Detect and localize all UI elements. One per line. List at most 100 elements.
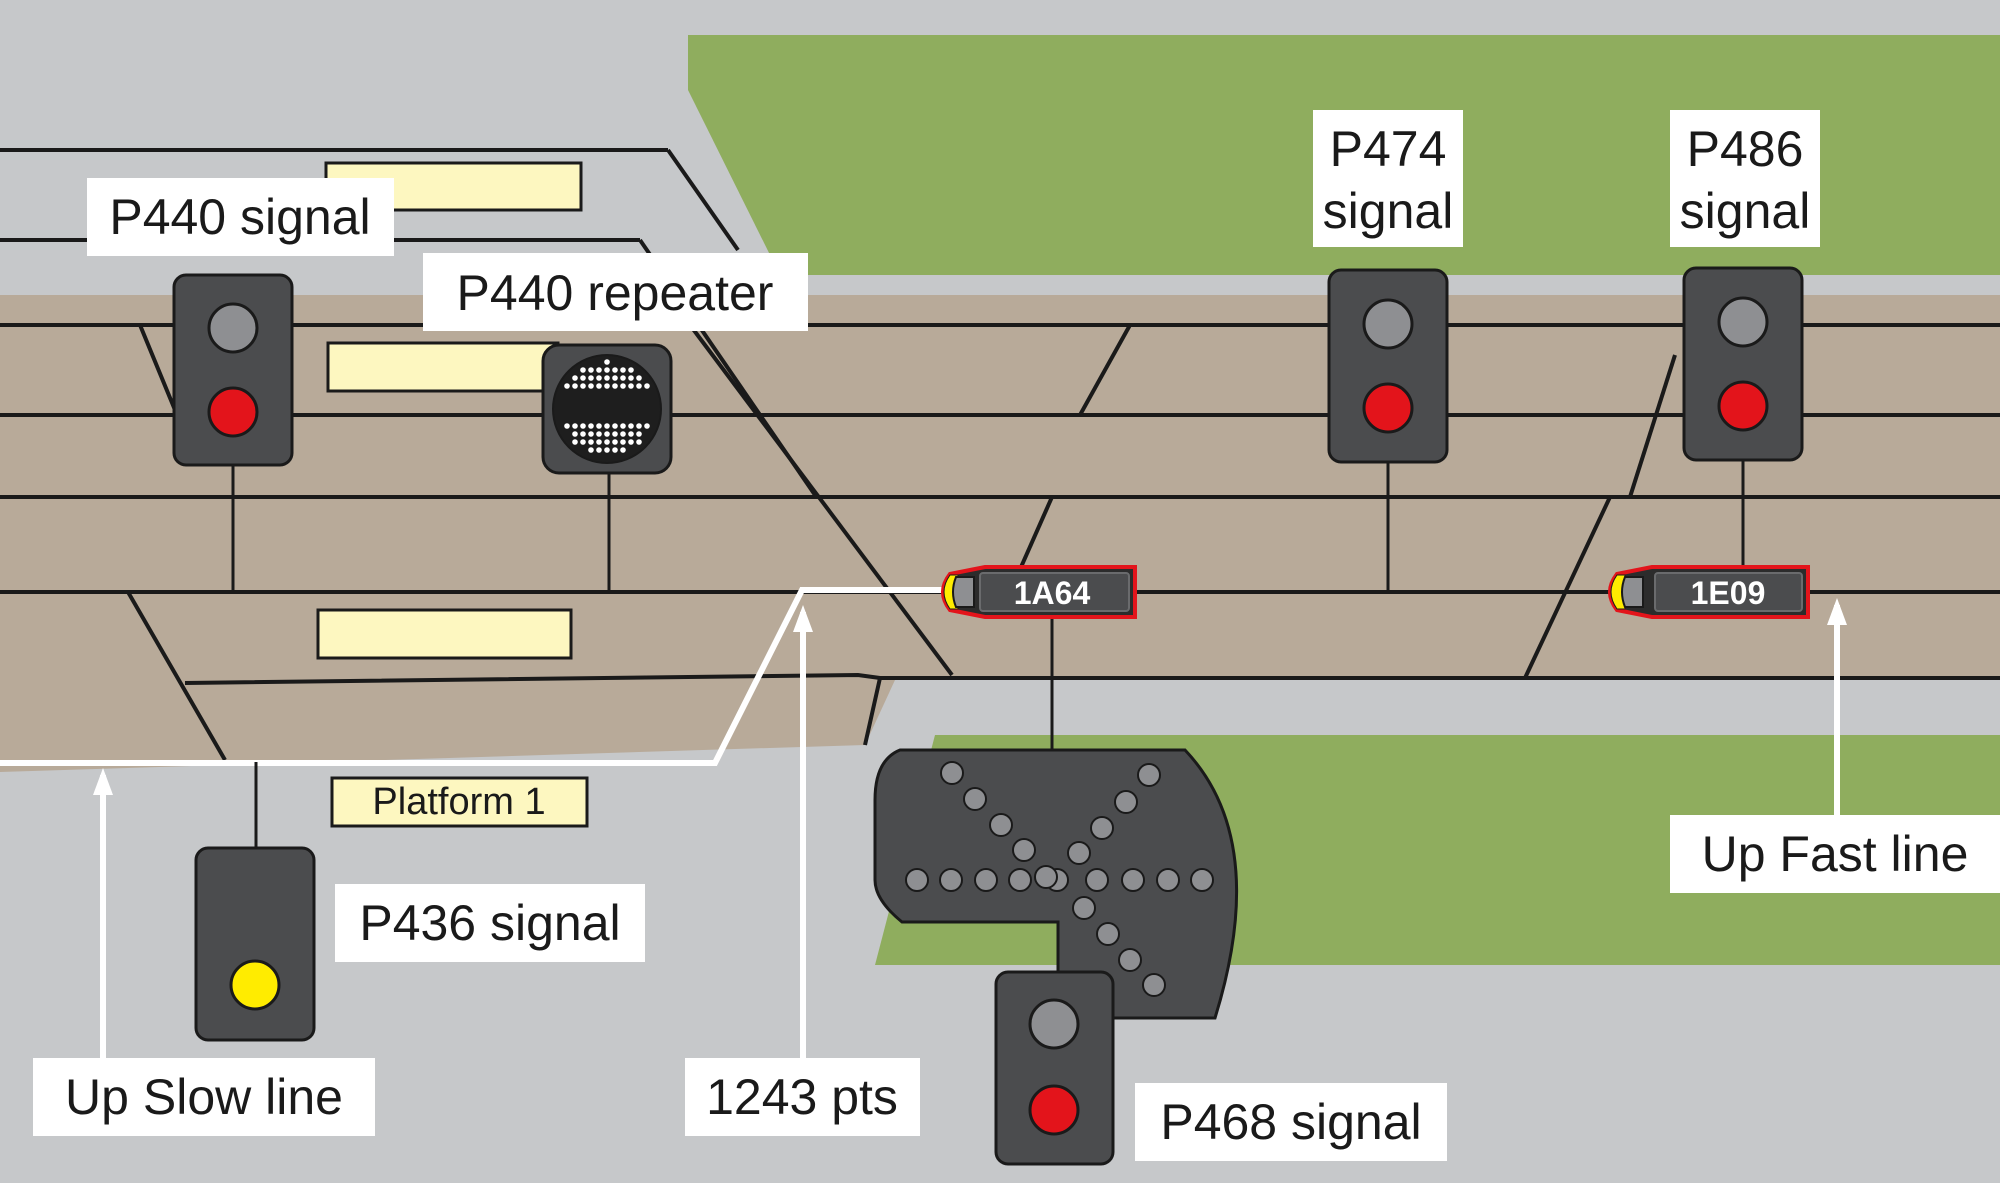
- repeater-led: [572, 375, 578, 381]
- repeater-led: [580, 439, 586, 445]
- repeater-led: [580, 383, 586, 389]
- repeater-led: [636, 383, 642, 389]
- repeater-led: [628, 383, 634, 389]
- route-led: [1012, 838, 1036, 862]
- route-led: [963, 787, 987, 811]
- p486-red-aspect: [1717, 380, 1769, 432]
- repeater-led: [628, 367, 634, 373]
- repeater-led: [604, 359, 610, 365]
- up-slow-line-label: Up Slow line: [65, 1069, 343, 1125]
- route-led: [1114, 790, 1138, 814]
- p486-signal-label-line2: signal: [1680, 183, 1811, 239]
- route-led: [1137, 763, 1161, 787]
- repeater-led: [612, 439, 618, 445]
- repeater-led: [612, 375, 618, 381]
- p486-signal-label-box: [1670, 110, 1820, 247]
- p468-route-indicator: [873, 748, 1239, 1020]
- p486-unlit-aspect: [1717, 296, 1769, 348]
- repeater-led: [572, 431, 578, 437]
- repeater-led: [628, 423, 634, 429]
- train-1a64-label: 1A64: [1014, 575, 1091, 611]
- p440-signal-label-box: [87, 178, 394, 256]
- repeater-led: [636, 375, 642, 381]
- repeater-led: [588, 447, 594, 453]
- up-fast-line-label: Up Fast line: [1702, 826, 1969, 882]
- route-led: [940, 761, 964, 785]
- route-up-slow: [0, 587, 942, 766]
- p468-signal-label: P468 signal: [1160, 1094, 1421, 1150]
- repeater-led: [604, 375, 610, 381]
- repeater-led: [596, 439, 602, 445]
- repeater-led: [612, 431, 618, 437]
- repeater-led: [612, 447, 618, 453]
- repeater-led: [588, 439, 594, 445]
- route-led: [1034, 865, 1058, 889]
- repeater-led: [580, 423, 586, 429]
- route-led: [1190, 868, 1214, 892]
- repeater-led: [596, 423, 602, 429]
- p468-red-aspect: [1028, 1084, 1080, 1136]
- repeater-led: [604, 439, 610, 445]
- repeater-led: [604, 367, 610, 373]
- p474-signal-label-line1: P474: [1330, 121, 1447, 177]
- route-led: [974, 868, 998, 892]
- repeater-led: [588, 383, 594, 389]
- p436-signal: [194, 846, 316, 1042]
- repeater-led: [628, 431, 634, 437]
- route-led: [1008, 868, 1032, 892]
- repeater-led: [636, 423, 642, 429]
- points-label: 1243 pts: [706, 1069, 898, 1125]
- repeater-led: [620, 447, 626, 453]
- p440-signal-label: P440 signal: [109, 189, 370, 245]
- p436-yellow-aspect: [229, 959, 281, 1011]
- p436-signal-label-box: [335, 884, 645, 962]
- p440-repeater-label: P440 repeater: [457, 265, 774, 321]
- repeater-led: [604, 447, 610, 453]
- repeater-led: [612, 383, 618, 389]
- repeater-led: [596, 447, 602, 453]
- repeater-led: [604, 423, 610, 429]
- repeater-led: [588, 375, 594, 381]
- repeater-led: [564, 423, 570, 429]
- repeater-led: [620, 375, 626, 381]
- platform-strip-2: [326, 341, 560, 393]
- route-led: [939, 868, 963, 892]
- repeater-led: [596, 375, 602, 381]
- repeater-led: [636, 431, 642, 437]
- route-led: [1156, 868, 1180, 892]
- up-fast-line-label-box: [1670, 815, 2000, 893]
- p440-unlit-aspect: [207, 302, 259, 354]
- repeater-led: [612, 423, 618, 429]
- route-led: [1142, 973, 1166, 997]
- repeater-led: [604, 383, 610, 389]
- platform-1-label-box: [330, 776, 589, 828]
- route-led: [905, 868, 929, 892]
- repeater-led: [596, 367, 602, 373]
- repeater-led: [612, 367, 618, 373]
- repeater-led: [644, 383, 650, 389]
- repeater-led: [628, 375, 634, 381]
- p474-red-aspect: [1362, 382, 1414, 434]
- p440-repeater-label-box: [423, 253, 808, 331]
- repeater-led: [620, 383, 626, 389]
- repeater-led: [588, 423, 594, 429]
- train-1e09: [1608, 565, 1810, 619]
- train-1a64: [941, 565, 1137, 619]
- p468-signal: [994, 970, 1115, 1166]
- p468-signal-label-box: [1135, 1083, 1447, 1161]
- p440-signal: [172, 273, 294, 467]
- train-1e09-label: 1E09: [1691, 575, 1766, 611]
- p474-signal: [1327, 268, 1449, 464]
- p436-signal-label: P436 signal: [359, 895, 620, 951]
- repeater-led: [572, 439, 578, 445]
- route-indicator-leds: [905, 761, 1214, 997]
- platform-1-label: Platform 1: [372, 781, 545, 823]
- repeater-led: [620, 367, 626, 373]
- signal-posts: [231, 460, 1745, 850]
- repeater-led: [620, 423, 626, 429]
- p474-signal-label-box: [1313, 110, 1463, 247]
- p440-repeater: [541, 343, 673, 475]
- repeater-led: [636, 439, 642, 445]
- points-label-box: [685, 1058, 920, 1136]
